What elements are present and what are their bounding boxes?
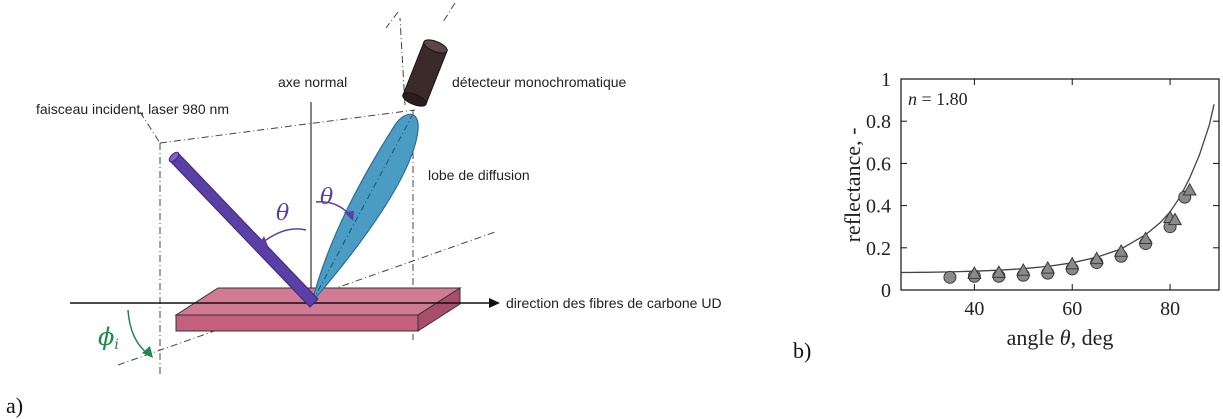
detector-axis-line: [399, 17, 406, 106]
tick-marks: [901, 78, 1219, 291]
triangle-marker: [1040, 260, 1055, 274]
y-tick-label: 0: [881, 280, 891, 302]
triangle-marker: [1182, 182, 1197, 196]
triangle-marker: [1167, 212, 1183, 226]
lobe-axis-line: [311, 115, 413, 303]
panel-a-diagram: θ θ ϕi faisceau incident, laser 980 nm a…: [6, 2, 722, 418]
y-tick-label: 0.2: [866, 238, 891, 260]
y-tick-label: 0.6: [866, 153, 891, 175]
azimuth-angle-arc: [127, 309, 153, 358]
y-tick-label: 0.4: [866, 196, 891, 218]
detection-angle-arc: [315, 201, 354, 221]
model-curve: [900, 104, 1215, 274]
triangle-marker: [1113, 244, 1129, 257]
triangle-marker: [967, 266, 982, 279]
plot-frame: [900, 78, 1220, 291]
detector-label: détecteur monochromatique: [452, 74, 627, 90]
x-tick-label: 60: [1062, 298, 1082, 320]
triangle-marker: [991, 265, 1007, 278]
phi-label: ϕi: [98, 323, 119, 353]
fiber-direction-arrow: [70, 298, 500, 308]
sample-plate: [174, 287, 462, 332]
panel-b-letter: b): [793, 338, 811, 363]
x-tick-label: 80: [1160, 298, 1180, 320]
x-tick-label: 40: [964, 298, 984, 320]
detector-icon: [402, 39, 448, 107]
incident-guide-line: [139, 111, 161, 144]
x-tick-labels: 40 60 80: [964, 298, 1180, 320]
circle-marker: [943, 270, 957, 284]
y-axis-title: reflectance, -: [840, 128, 865, 243]
y-tick-labels: 0 0.2 0.4 0.6 0.8 1: [866, 69, 891, 302]
panel-b-chart: 0 0.2 0.4 0.6 0.8 1 40 60 80 n = 1.80 reflectan…: [793, 69, 1220, 363]
triangle-marker: [1138, 231, 1153, 245]
theta-incidence-label: θ: [276, 201, 289, 226]
incidence-angle-arc: [256, 228, 307, 249]
incident-beam-label: faisceau incident, laser 980 nm: [36, 101, 229, 117]
data-markers: [943, 182, 1197, 284]
detector-axis-cap: [385, 11, 399, 29]
scattering-lobe: [311, 113, 419, 303]
panel-a-letter: a): [6, 393, 23, 418]
upper-plane-line: [159, 109, 416, 144]
theta-detection-label: θ: [320, 185, 333, 210]
triangle-marker: [1016, 262, 1031, 276]
triangle-marker: [1065, 256, 1080, 270]
incident-laser-beam: [168, 151, 319, 308]
y-tick-label: 1: [881, 69, 891, 91]
refractive-index-note: n = 1.80: [908, 89, 968, 109]
triangle-marker: [1089, 251, 1104, 265]
x-axis-title: angle θ, deg: [1007, 325, 1114, 350]
detector-axis-top: [442, 2, 456, 23]
y-tick-label: 0.8: [866, 111, 891, 133]
lobe-label: lobe de diffusion: [428, 167, 530, 183]
fiber-direction-label: direction des fibres de carbone UD: [506, 295, 722, 311]
normal-axis-label: axe normal: [278, 74, 347, 90]
